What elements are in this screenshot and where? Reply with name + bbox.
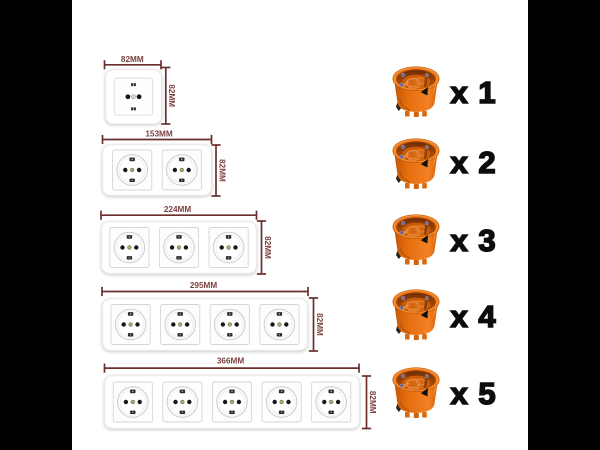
svg-text:295MM: 295MM bbox=[190, 281, 217, 290]
svg-text:82MM: 82MM bbox=[315, 313, 324, 336]
svg-text:82MM: 82MM bbox=[121, 55, 144, 64]
svg-text:82MM: 82MM bbox=[217, 159, 226, 182]
svg-text:82MM: 82MM bbox=[263, 236, 272, 259]
svg-text:82MM: 82MM bbox=[368, 391, 377, 414]
svg-text:82MM: 82MM bbox=[167, 84, 176, 107]
svg-text:153MM: 153MM bbox=[145, 129, 172, 138]
svg-text:224MM: 224MM bbox=[164, 205, 191, 214]
svg-text:366MM: 366MM bbox=[217, 357, 244, 366]
